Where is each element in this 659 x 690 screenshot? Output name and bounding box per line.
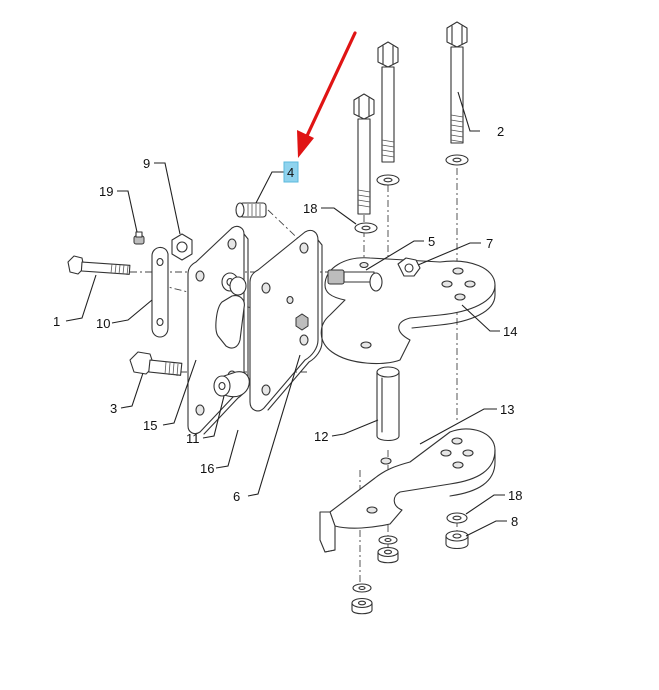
leader-lines: [65, 91, 507, 537]
callout-18-bottom: 18: [508, 488, 522, 503]
callout-15: 15: [143, 418, 157, 433]
callout-9: 9: [143, 156, 150, 171]
callout-2: 2: [497, 124, 504, 139]
callout-12: 12: [314, 429, 328, 444]
bolt-middle: [377, 41, 399, 163]
nut-9: [171, 233, 193, 261]
callout-4: 4: [287, 165, 294, 180]
nut-8: [445, 530, 469, 550]
callout-8: 8: [511, 514, 518, 529]
nut-on-plate: [295, 313, 309, 331]
callout-7: 7: [486, 236, 493, 251]
bolt-5: [327, 269, 383, 292]
washer-18-top: [354, 222, 378, 234]
callout-10: 10: [96, 316, 110, 331]
washer-18-bottom: [446, 512, 468, 524]
bolt-2: [446, 21, 468, 144]
callout-4-highlight: [283, 161, 299, 183]
callout-6: 6: [233, 489, 240, 504]
pin-4: [235, 202, 267, 218]
bolt-left-vertical: [353, 93, 375, 215]
nut-7: [397, 257, 421, 277]
bushing-11: [213, 371, 250, 398]
washer-under-plate: [378, 535, 398, 545]
callout-19: 19: [99, 184, 113, 199]
callout-1: 1: [53, 314, 60, 329]
screw-19: [133, 231, 145, 245]
upper-plate-14: [320, 257, 496, 365]
callout-16: 16: [200, 461, 214, 476]
washer-bottom-left: [352, 583, 372, 593]
nut-bottom-left: [351, 597, 373, 615]
red-arrow-indicator: [297, 31, 357, 158]
spacer-12: [376, 366, 400, 442]
callout-11: 11: [186, 431, 200, 446]
link-15: [215, 272, 247, 349]
callout-labels: 1 2 3 4 5 6 7 8 9 10 11 12 13 14 15 16 1…: [53, 124, 522, 529]
bolt-1: [67, 255, 131, 276]
callout-13: 13: [500, 402, 514, 417]
bracket-plate-6: [249, 229, 323, 412]
callout-5: 5: [428, 234, 435, 249]
lower-plate-13: [319, 428, 496, 553]
callout-3: 3: [110, 401, 117, 416]
washer-bolt-middle: [376, 174, 400, 186]
callout-18-top: 18: [303, 201, 317, 216]
callout-14: 14: [503, 324, 517, 339]
bolt-3: [129, 351, 183, 377]
nut-under-plate: [377, 546, 399, 564]
washer-bolt-2: [445, 154, 469, 166]
link-10: [151, 246, 169, 338]
